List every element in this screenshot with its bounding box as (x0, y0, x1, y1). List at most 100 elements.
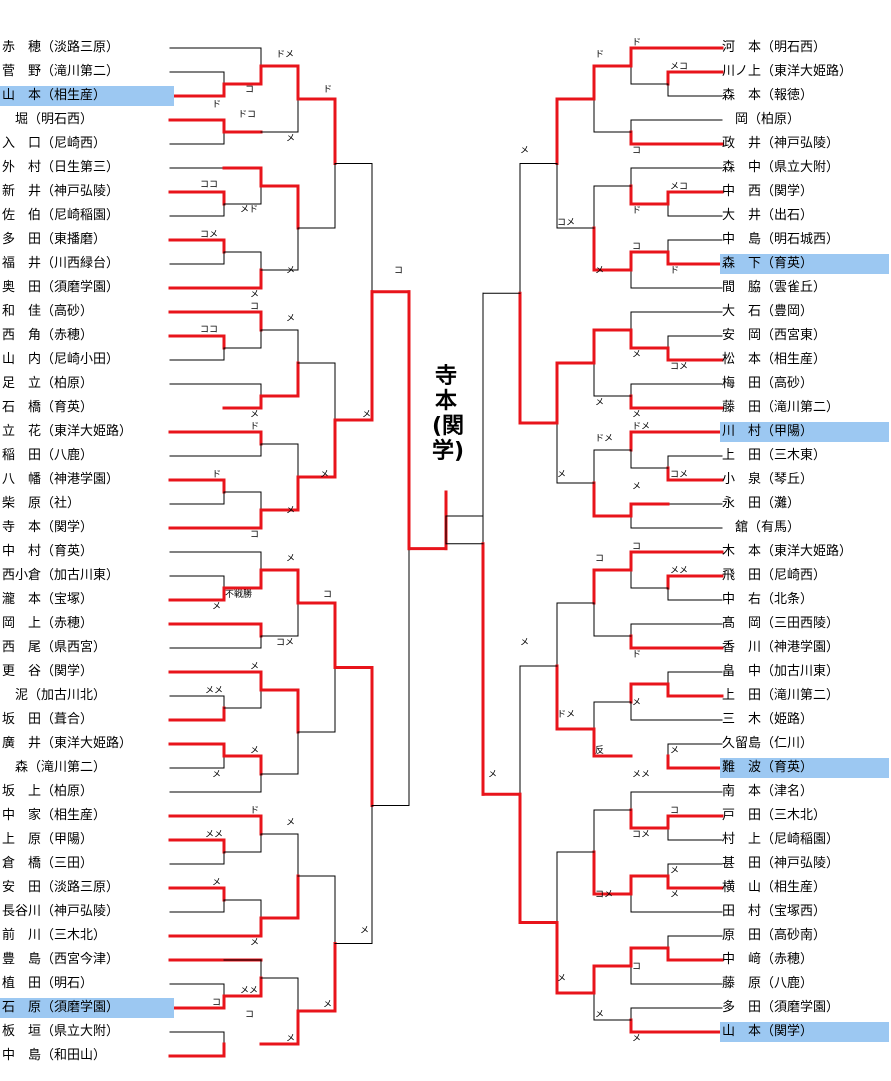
school-close-paren: ） (106, 1000, 120, 1015)
player-name: 上 原 (2, 832, 42, 847)
result-mark: メ (595, 266, 605, 276)
player-name: 岡 上 (2, 616, 42, 631)
school-open-paren: （ (41, 1024, 55, 1039)
player-school: 関学 (774, 184, 801, 199)
player-school: 淡路三原 (54, 880, 107, 895)
school-close-paren: ） (813, 928, 827, 943)
result-mark: ドコ (238, 110, 257, 120)
player-school: 明石城西 (774, 232, 827, 247)
school-open-paren: （ (41, 736, 55, 751)
school-open-paren: （ (761, 592, 775, 607)
player-name: 前 川 (2, 928, 42, 943)
result-mark: ド (632, 650, 642, 660)
player-name: 畠 中 (722, 664, 762, 679)
player-name: 泥 (2, 688, 29, 703)
right-player-row: 難 波（育英） (720, 758, 889, 778)
player-school: 日生第三 (54, 160, 107, 175)
player-school: 甲陽 (774, 424, 801, 439)
player-name: 中 西 (722, 184, 762, 199)
left-player-row: 長谷川（神戸弘陵） (0, 902, 174, 922)
school-close-paren: ） (787, 520, 801, 535)
right-player-row: 永 田（灘） (720, 494, 889, 514)
school-close-paren: ） (106, 904, 120, 919)
champion-label: 寺本(関学) (432, 364, 465, 464)
right-player-row: 上 田（滝川第二） (720, 686, 889, 706)
school-close-paren: ） (106, 952, 120, 967)
player-school: 尼崎西 (774, 568, 814, 583)
result-mark: メ (632, 350, 642, 360)
right-player-row: 間 脇（雲雀丘） (720, 278, 889, 298)
player-name: 新 井 (2, 184, 42, 199)
player-school: 尼崎西 (54, 136, 94, 151)
player-school: 相生産 (54, 88, 94, 103)
school-close-paren: ） (93, 928, 107, 943)
player-school: 育英 (54, 400, 81, 415)
player-school: 和田山 (54, 1048, 94, 1063)
player-name: 奥 田 (2, 280, 42, 295)
player-name: 佐 伯 (2, 208, 42, 223)
player-school: 甲陽 (54, 832, 81, 847)
left-player-row: 石 原（須磨学園） (0, 998, 174, 1018)
player-name: 中 村 (2, 544, 42, 559)
right-player-row: 安 岡（西宮東） (720, 326, 889, 346)
school-open-paren: （ (748, 520, 762, 535)
school-close-paren: ） (826, 232, 840, 247)
left-player-row: 豊 島（西宮今津） (0, 950, 174, 970)
result-mark: コメ (670, 362, 689, 372)
player-name: 瀧 本 (2, 592, 42, 607)
school-open-paren: （ (761, 928, 775, 943)
result-mark: コ (595, 554, 605, 564)
player-school: 関学 (54, 520, 81, 535)
school-close-paren: ） (800, 1024, 814, 1039)
school-open-paren: （ (761, 880, 775, 895)
result-mark: メ (520, 638, 530, 648)
player-school: 東洋大姫路 (774, 64, 840, 79)
result-mark: ドメ (595, 434, 614, 444)
result-mark: メ (286, 266, 296, 276)
player-school: 東播磨 (54, 232, 94, 247)
result-mark: ココ (200, 325, 219, 335)
right-player-row: 田 村（宝塚西） (720, 902, 889, 922)
school-open-paren: （ (41, 88, 55, 103)
result-mark: ド (250, 806, 260, 816)
player-school: 東洋大姫路 (774, 544, 840, 559)
result-mark: コ (250, 530, 260, 540)
school-open-paren: （ (761, 1024, 775, 1039)
result-mark: メメ (632, 770, 651, 780)
result-mark: コ (323, 590, 333, 600)
school-close-paren: ） (93, 88, 107, 103)
player-school: 須磨学園 (774, 1000, 827, 1015)
result-mark: メ (557, 974, 567, 984)
player-name: 戸 田 (722, 808, 762, 823)
player-name: 上 田 (722, 688, 762, 703)
player-name: 足 立 (2, 376, 42, 391)
player-school: 三木東 (774, 448, 814, 463)
player-name: 多 田 (2, 232, 42, 247)
result-mark: メ (488, 770, 498, 780)
school-close-paren: ） (80, 592, 94, 607)
player-name: 植 田 (2, 976, 42, 991)
school-open-paren: （ (28, 112, 42, 127)
left-player-row: 山 本（相生産） (0, 86, 174, 106)
right-player-row: 飛 田（尼崎西） (720, 566, 889, 586)
school-close-paren: ） (93, 808, 107, 823)
player-name: 外 村 (2, 160, 42, 175)
school-open-paren: （ (761, 64, 775, 79)
player-school: 尼崎稲園 (774, 832, 827, 847)
result-mark: コ (394, 266, 404, 276)
result-mark: メ (520, 146, 530, 156)
school-close-paren: ） (800, 88, 814, 103)
player-name: 横 山 (722, 880, 762, 895)
player-school: 須磨学園 (54, 280, 107, 295)
left-player-row: 倉 橋（三田） (0, 854, 174, 874)
right-player-row: 松 本（相生産） (720, 350, 889, 370)
player-name: 飛 田 (722, 568, 762, 583)
left-player-row: 奥 田（須磨学園） (0, 278, 174, 298)
player-school: 育英 (54, 544, 81, 559)
player-school: 高砂南 (774, 928, 814, 943)
school-open-paren: （ (761, 136, 775, 151)
player-name: 森 下 (722, 256, 762, 271)
result-mark: メメ (205, 830, 224, 840)
player-school: 滝川第二 (54, 64, 107, 79)
